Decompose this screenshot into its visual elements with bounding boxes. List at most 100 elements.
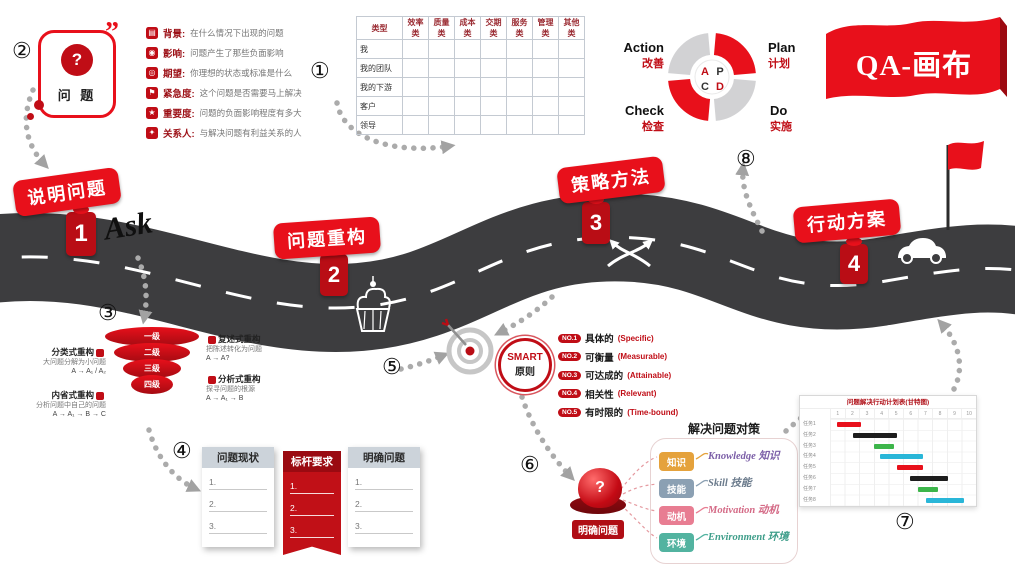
branch-motivation: Motivation 动机 (708, 505, 779, 516)
goal-flag-icon (946, 141, 984, 230)
node-motivation: 动机 (659, 506, 694, 525)
smart-en: (Attainable) (627, 370, 672, 380)
matrix-cell (428, 39, 455, 59)
matrix-cell (402, 115, 429, 135)
matrix-cell (454, 96, 481, 116)
gantt-row-label: 任务2 (803, 431, 816, 438)
reframe-method-introspect: 内省式重构 分析问题中自己的问题 A → A₁ → B → C (18, 390, 106, 419)
funnel-level-3: 三级 (123, 359, 181, 378)
pdca-wheel: A P C D (668, 33, 756, 121)
connector-funnel-to-panels (146, 427, 202, 492)
problem-aspects-list: ▤ 背景: 在什么情况下出现的问题 ◉ 影响: 问题产生了那些负面影响 ◎ 期望… (146, 26, 302, 146)
aspect-row: ★ 重要度: 问题的负面影响程度有多大 (146, 106, 302, 120)
road-centerline (0, 235, 1015, 310)
pdca-letter-a: A (701, 66, 709, 78)
smart-en: (Specific) (617, 333, 654, 343)
panel-item: 3. (290, 525, 334, 538)
crossing-arrows-icon (607, 239, 654, 268)
pdca-plan-en: Plan (768, 40, 796, 55)
smart-row: NO.4 相关性 (Relevant) (558, 387, 678, 401)
speech-mini-icon (208, 336, 216, 345)
panel-item: 2. (209, 499, 267, 512)
funnel-level-4: 四级 (131, 375, 173, 394)
funnel-level-2: 二级 (114, 343, 190, 362)
problem-type-matrix: 类型 效率类 质量类 成本类 交期类 服务类 管理类 其他类 我我的团队我的下游… (356, 16, 585, 135)
expectation-icon: ◎ (146, 67, 158, 79)
funnel-level-1: 一级 (105, 327, 199, 346)
stakeholder-icon: ✦ (146, 127, 158, 139)
aspect-row: ⚑ 紧急度: 这个问题是否需要马上解决 (146, 86, 302, 100)
aspect-label: 紧急度: (163, 89, 195, 100)
matrix-cell (558, 96, 585, 116)
gantt-row-label: 任务3 (803, 442, 816, 449)
mindmap-frame (650, 438, 798, 564)
smart-word: SMART (507, 352, 543, 363)
connector-smart-to-button (519, 394, 575, 482)
panel-title: 标杆要求 (283, 451, 341, 472)
reframe-method-classify: 分类式重构 大问题分解为小问题 A → A₁ / A₂ (24, 347, 106, 376)
smart-no-badge: NO.4 (558, 389, 582, 398)
method-formula: A → A₁ / A₂ (71, 368, 106, 376)
aspect-desc: 问题产生了那些负面影响 (190, 48, 284, 58)
gantt-bar (910, 476, 949, 481)
aspect-label: 关系人: (163, 129, 195, 140)
gantt-bar (926, 497, 965, 503)
mindmap-title: 解决问题对策 (688, 422, 761, 436)
gantt-column-header: 4 (873, 409, 889, 418)
matrix-cell (402, 39, 429, 59)
gantt-column-header: 1 (830, 409, 845, 418)
panel-title: 明确问题 (348, 447, 420, 468)
gantt-column-header: 7 (917, 409, 933, 418)
post-step3: 3 (582, 202, 610, 244)
gantt-row-label: 任务5 (803, 464, 816, 471)
matrix-row: 客户 (356, 96, 585, 116)
matrix-cell (558, 39, 585, 59)
pdca-plan-label: Plan 计划 (768, 40, 795, 71)
aspect-desc: 你理想的状态或标准是什么 (190, 68, 293, 78)
gantt-row-label: 任务6 (803, 474, 816, 481)
method-title: 内省式重构 (51, 390, 94, 400)
gantt-column-header: 3 (859, 409, 874, 418)
method-desc: 分析问题中自己的问题 (36, 402, 106, 410)
smart-principle-word: 原则 (515, 367, 535, 378)
panel-current-state: 问题现状 1. 2. 3. (202, 447, 274, 547)
pdca-action-zh: 改善 (642, 58, 664, 70)
matrix-cell (558, 77, 585, 97)
pdca-do-label: Do 实施 (770, 103, 792, 134)
method-desc: 大问题分解为小问题 (43, 359, 106, 367)
marker-7: ⑦ (895, 509, 915, 534)
aspect-label: 影响: (163, 49, 186, 60)
aspect-label: 期望: (163, 69, 186, 80)
matrix-cell (454, 58, 481, 78)
branch-skill: Skill 技能 (708, 478, 752, 489)
reframe-funnel: 一级 二级 三级 四级 (104, 327, 200, 394)
matrix-cell (402, 77, 429, 97)
matrix-cell (454, 39, 481, 59)
marker-1: ① (310, 58, 330, 83)
connector-road-to-pdca (735, 161, 765, 234)
matrix-cell (532, 39, 559, 59)
matrix-cell (480, 77, 507, 97)
person-mini-icon (96, 392, 104, 401)
smart-row: NO.1 具体的 (Specific) (558, 331, 678, 345)
matrix-row-label: 客户 (356, 96, 403, 116)
quote-icon: ” (105, 17, 119, 48)
matrix-header: 类型 (356, 16, 403, 40)
question-head-icon: ? (61, 44, 93, 76)
node-environment: 环境 (659, 533, 694, 552)
pdca-action-en: Action (623, 40, 664, 55)
red-button-icon: ? (578, 468, 622, 508)
cupcake-icon (355, 276, 391, 332)
gantt-title: 问题解决行动计划表(甘特图) (800, 396, 976, 409)
gantt-grid (830, 419, 976, 506)
matrix-row: 领导 (356, 115, 585, 135)
sign-step2: 问题重构 (272, 216, 382, 260)
matrix-cell (428, 96, 455, 116)
panel-item: 3. (209, 521, 267, 534)
smart-en: (Measurable) (617, 352, 668, 361)
matrix-row-label: 我 (356, 39, 403, 59)
button-to-nodes-lines (620, 456, 658, 539)
aspect-desc: 问题的负面影响程度有多大 (199, 108, 302, 118)
